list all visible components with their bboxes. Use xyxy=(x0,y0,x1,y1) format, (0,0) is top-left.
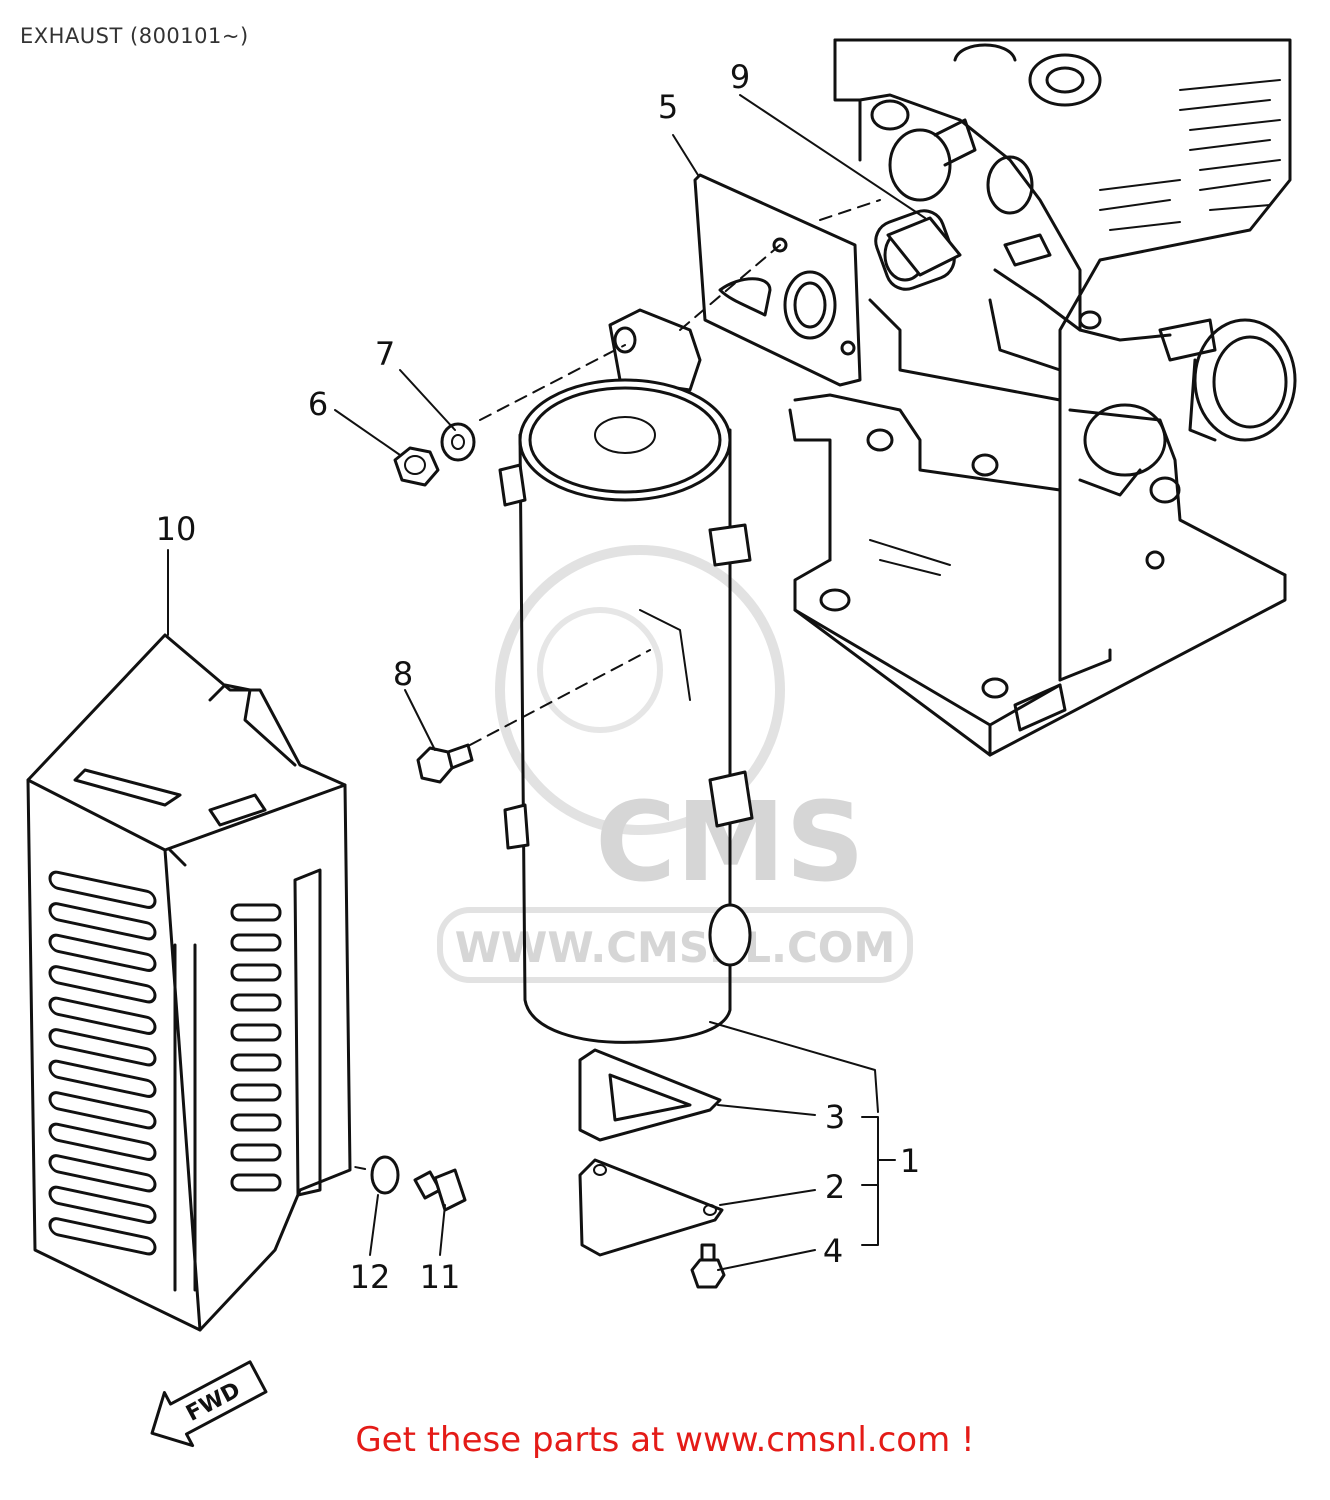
left-vent-slot xyxy=(48,965,157,1004)
right-vent-slot xyxy=(230,1053,282,1072)
callout-11: 11 xyxy=(420,1258,461,1296)
callout-2: 2 xyxy=(825,1168,845,1206)
right-vent-slot xyxy=(230,1113,282,1132)
left-vent-slot xyxy=(48,933,157,972)
left-vent-slot xyxy=(48,1028,157,1067)
engine-block xyxy=(788,38,1297,757)
right-vent-slot xyxy=(230,963,282,982)
callout-3: 3 xyxy=(825,1098,845,1136)
bolt-part-8 xyxy=(416,743,474,784)
right-vent-slot xyxy=(230,1023,282,1042)
leader-lines xyxy=(167,94,926,1271)
left-vent-slot xyxy=(48,902,157,941)
callout-12: 12 xyxy=(350,1258,391,1296)
callout-7: 7 xyxy=(375,335,395,373)
callout-4: 4 xyxy=(823,1232,843,1270)
left-vent-slot xyxy=(48,870,157,909)
diagram-title: EXHAUST (800101~) xyxy=(20,24,249,48)
left-vent-slot xyxy=(48,1185,157,1224)
callout-8: 8 xyxy=(393,655,413,693)
footer-link-text[interactable]: Get these parts at www.cmsnl.com ! xyxy=(355,1420,975,1460)
right-vent-slot xyxy=(230,903,282,922)
muffler xyxy=(498,308,754,1044)
bolt-part-4 xyxy=(690,1243,726,1289)
gasket-part-2 xyxy=(578,1158,724,1257)
callout-1: 1 xyxy=(900,1142,920,1180)
nut-part-6 xyxy=(393,446,440,487)
watermark-url: WWW.CMSNL.COM xyxy=(455,923,896,972)
gasket-part-3 xyxy=(578,1048,722,1142)
left-vent-slot xyxy=(48,1217,157,1256)
right-vent-slot xyxy=(230,1143,282,1162)
right-vent-slot xyxy=(230,993,282,1012)
bolt-part-11 xyxy=(413,1168,467,1212)
gasket-part-5 xyxy=(693,173,862,387)
watermark: CMS WWW.CMSNL.COM xyxy=(437,545,913,983)
left-vent-slot xyxy=(48,1091,157,1130)
left-vent-slot xyxy=(48,1059,157,1098)
callout-6: 6 xyxy=(308,385,328,423)
washer-part-12 xyxy=(370,1155,400,1195)
callout-5: 5 xyxy=(658,88,678,126)
callout-10: 10 xyxy=(156,510,197,548)
left-vent-slot xyxy=(48,1122,157,1161)
pipe-part-9 xyxy=(886,216,962,277)
left-vent-slot xyxy=(48,1154,157,1193)
right-vent-slot xyxy=(230,1083,282,1102)
washer-part-7 xyxy=(440,422,476,462)
left-vent-slot xyxy=(48,996,157,1035)
callout-9: 9 xyxy=(730,58,750,96)
callout-labels: 1 2 3 4 5 6 7 8 9 10 11 12 xyxy=(156,58,921,1296)
right-vent-slot xyxy=(230,1173,282,1192)
heat-shield-slots xyxy=(48,870,282,1256)
right-vent-slot xyxy=(230,933,282,952)
heat-shield-part-10 xyxy=(26,633,352,1332)
